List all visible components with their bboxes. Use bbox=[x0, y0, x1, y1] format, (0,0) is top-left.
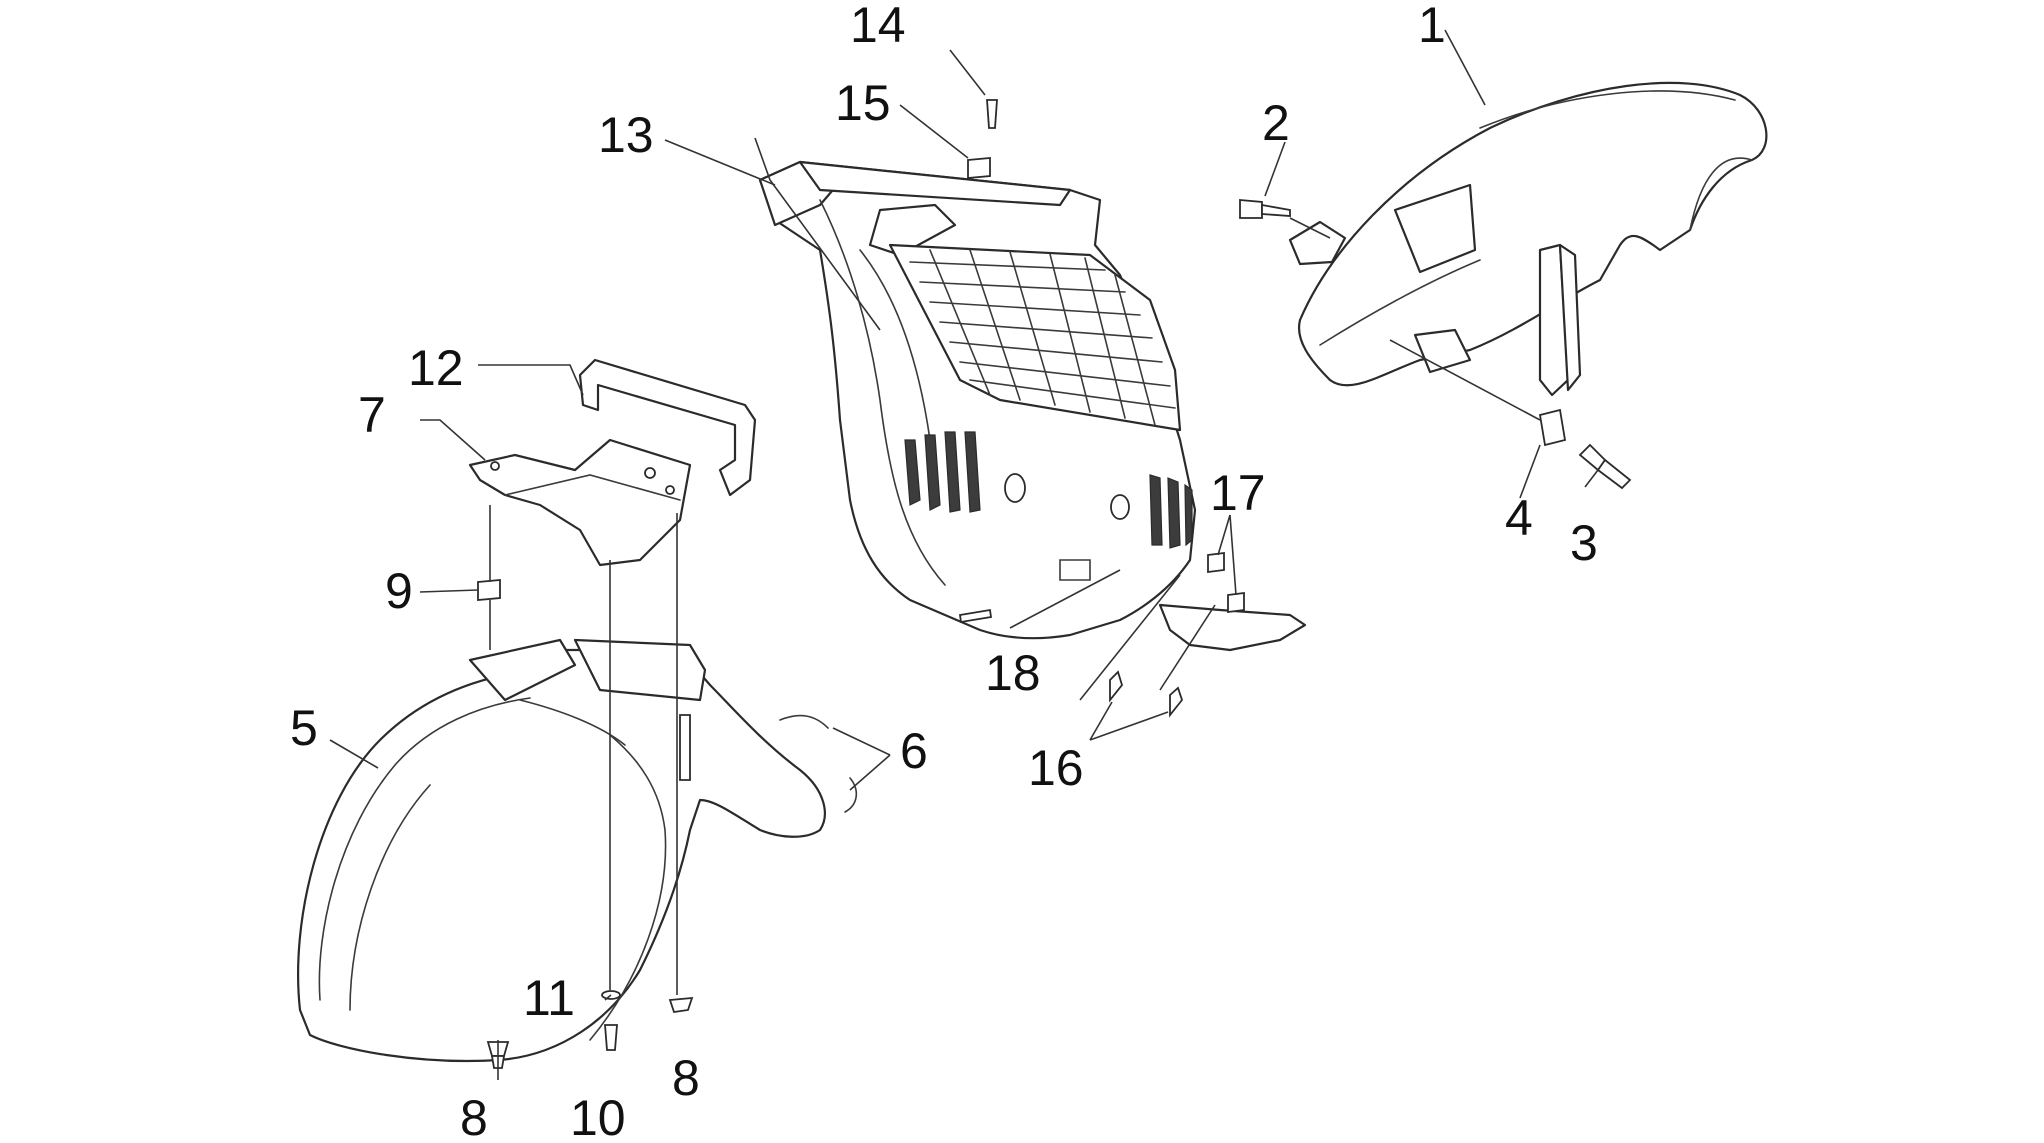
callout-1: 1 bbox=[1418, 0, 1446, 53]
callout-7: 7 bbox=[358, 387, 386, 443]
callout-18: 18 bbox=[985, 645, 1041, 701]
part-front-mudguard bbox=[297, 638, 826, 1063]
callout-8-right: 8 bbox=[672, 1050, 700, 1106]
part-bracket-12 bbox=[578, 358, 757, 497]
callout-15: 15 bbox=[835, 75, 891, 131]
part-inner-leg-shield bbox=[758, 160, 1307, 652]
callout-5: 5 bbox=[290, 700, 318, 756]
callout-14: 14 bbox=[850, 0, 906, 53]
callout-13: 13 bbox=[598, 107, 654, 163]
callout-16: 16 bbox=[1028, 740, 1084, 796]
callout-11: 11 bbox=[523, 970, 575, 1026]
part-hardware bbox=[477, 99, 1632, 1069]
callout-6: 6 bbox=[900, 723, 928, 779]
callout-10: 10 bbox=[570, 1090, 626, 1138]
callout-2: 2 bbox=[1262, 95, 1290, 151]
callout-17: 17 bbox=[1210, 465, 1266, 521]
part-rear-mudguard bbox=[1288, 81, 1768, 397]
callout-8-left: 8 bbox=[460, 1090, 488, 1138]
callout-12: 12 bbox=[408, 340, 464, 396]
leader-lines bbox=[329, 29, 1599, 1080]
callout-3: 3 bbox=[1570, 515, 1598, 571]
callout-9: 9 bbox=[385, 563, 413, 619]
part-mounting-plate bbox=[468, 438, 692, 567]
callout-labels: 1 2 3 4 5 6 7 8 8 9 10 11 12 13 14 15 16… bbox=[290, 0, 1598, 1143]
callout-4: 4 bbox=[1505, 490, 1533, 546]
